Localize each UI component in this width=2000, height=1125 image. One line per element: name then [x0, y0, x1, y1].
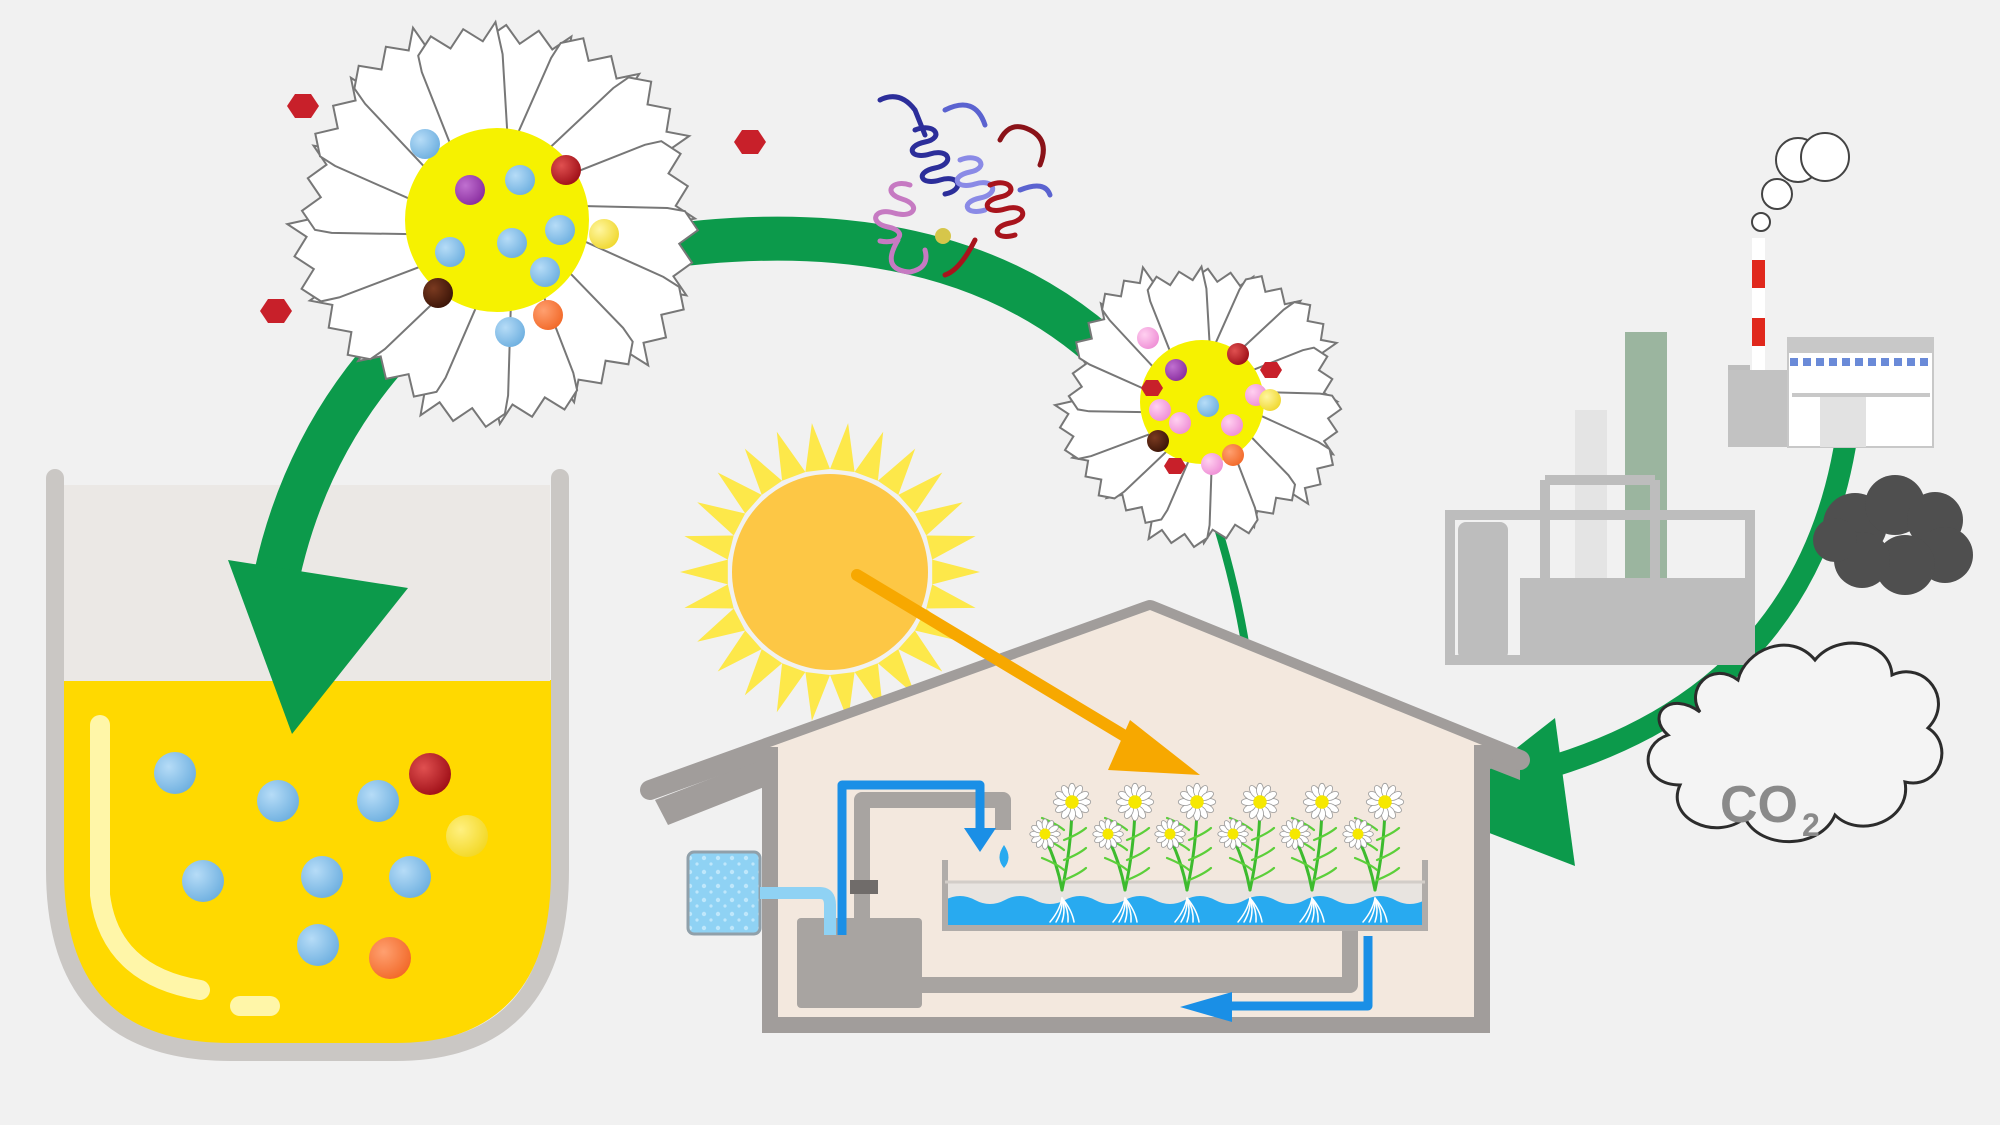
pump-icon	[797, 918, 922, 1008]
small-flower-to-large-flower-arrow	[636, 216, 1141, 386]
tray-flower	[1154, 818, 1186, 850]
sun-ray	[680, 559, 728, 585]
sun-ray	[717, 630, 762, 672]
sun-ray	[854, 431, 884, 481]
tray-flower	[1365, 782, 1405, 822]
daisy-petal	[419, 273, 513, 429]
sun-ray	[684, 584, 734, 609]
sun-ray	[926, 535, 976, 560]
water-tank-icon	[686, 850, 836, 936]
sun-ray	[776, 431, 806, 481]
water-flow	[837, 780, 1373, 1011]
tray-flower	[1302, 782, 1342, 822]
small-daisy-icon	[1052, 264, 1343, 811]
sun-icon	[680, 423, 980, 721]
sun-ray	[830, 423, 855, 472]
small-daisy-droplets	[1137, 327, 1282, 475]
factory-icon	[1445, 132, 1934, 665]
extract-droplets	[154, 752, 488, 979]
hydroponic-plants	[1029, 782, 1405, 923]
protein-helix-icon	[873, 94, 1053, 278]
tray-flower	[1177, 782, 1217, 822]
sun-ray	[776, 663, 806, 713]
tray-flower	[1217, 818, 1249, 850]
sun-ray	[898, 630, 943, 672]
sun-ray	[805, 672, 830, 721]
sun-ray	[877, 649, 916, 696]
tray-flower	[1240, 782, 1280, 822]
factory-co2-to-greenhouse-arrow	[1435, 408, 1861, 866]
large-daisy-droplets	[410, 129, 619, 347]
recirculation-pipes	[854, 792, 1358, 993]
sun-ray	[914, 502, 963, 536]
tray-flower	[1092, 818, 1124, 850]
tray-flower	[1029, 818, 1061, 850]
greenhouse-icon	[640, 600, 1530, 1033]
tray-flower	[1279, 818, 1311, 850]
sun-ray	[744, 448, 783, 495]
co2-text: CO	[1720, 776, 1798, 834]
tray-flower	[1052, 782, 1092, 822]
sun-ray	[926, 584, 976, 609]
molecule-hexagons	[260, 94, 766, 323]
tray-flower	[1115, 782, 1155, 822]
daisy-petal	[1147, 437, 1214, 549]
sunlight-arrow	[851, 569, 1200, 775]
sun-ray	[877, 448, 916, 495]
co2-subscript: 2	[1802, 807, 1820, 843]
co2-cloud-icon: CO 2	[1646, 641, 1944, 844]
sun-ray	[805, 423, 830, 472]
extraction-beaker-icon	[46, 469, 569, 1061]
sun-ray	[932, 559, 980, 585]
sun-ray	[744, 649, 783, 696]
tray-flower	[1342, 818, 1374, 850]
sun-ray	[898, 472, 943, 514]
sun-ray	[697, 608, 746, 642]
smoke-cloud-icon	[1813, 475, 1973, 595]
sun-ray	[717, 472, 762, 514]
sun-ray	[697, 502, 746, 536]
large-daisy-icon	[284, 19, 700, 429]
sun-ray	[684, 535, 734, 560]
